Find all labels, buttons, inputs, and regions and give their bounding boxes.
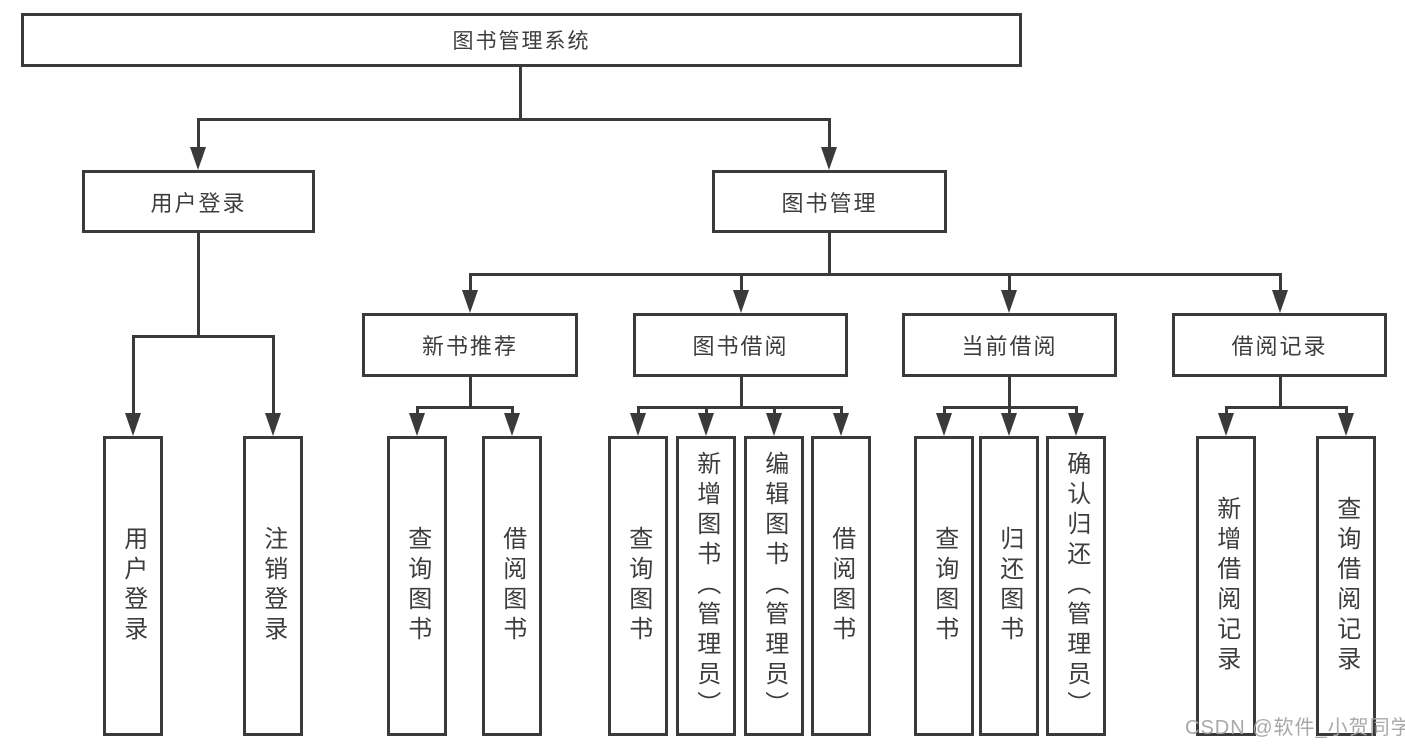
connector-drop [469,273,472,293]
connector-drop [416,406,419,416]
connector-rail [416,406,514,409]
arrow-down-icon [733,290,749,313]
leaf-node-borrow-books-1: 借阅图书 [482,436,542,736]
leaf-label: 确认归还（管理员） [1062,451,1090,721]
node-current-borrowing-label: 当前借阅 [961,334,1058,359]
connector-drop [1225,406,1228,416]
leaf-label: 注销登录 [259,526,287,646]
leaf-label: 新增借阅记录 [1212,496,1240,676]
connector-drop [1345,406,1348,416]
connector-stub [828,233,831,273]
connector-drop [132,335,135,415]
leaf-node-query-books-2: 查询图书 [608,436,668,736]
arrow-down-icon [698,413,714,436]
node-book-borrowing: 图书借阅 [633,313,848,377]
leaf-node-logout: 注销登录 [243,436,303,736]
arrow-down-icon [1218,413,1234,436]
connector-stub [740,377,743,406]
connector-drop [1279,273,1282,293]
connector-drop [1008,273,1011,293]
connector-drop [773,406,776,416]
connector-drop [705,406,708,416]
node-borrowing-records: 借阅记录 [1172,313,1387,377]
arrow-down-icon [1001,413,1017,436]
arrow-down-icon [190,147,206,170]
leaf-label: 查询图书 [624,526,652,646]
arrow-down-icon [1068,413,1084,436]
arrow-down-icon [766,413,782,436]
arrow-down-icon [504,413,520,436]
leaf-node-user-login: 用户登录 [103,436,163,736]
leaf-node-add-borrow-record: 新增借阅记录 [1196,436,1256,736]
arrow-down-icon [462,290,478,313]
leaf-node-query-borrow-record: 查询借阅记录 [1316,436,1376,736]
connector-drop [637,406,640,416]
connector-drop [272,335,275,415]
connector-rail [469,273,1282,276]
leaf-label: 借阅图书 [498,526,526,646]
leaf-label: 查询借阅记录 [1332,496,1360,676]
watermark: CSDN @软件_小贺同学 [1185,717,1405,739]
leaf-label: 用户登录 [119,526,147,646]
connector-rail [1225,406,1348,409]
connector-drop [840,406,843,416]
node-library-system: 图书管理系统 [21,13,1022,67]
arrow-down-icon [1272,290,1288,313]
arrow-down-icon [125,413,141,436]
arrow-down-icon [936,413,952,436]
arrow-down-icon [821,147,837,170]
node-user-login-label: 用户登录 [150,190,247,216]
node-book-borrowing-label: 图书借阅 [692,334,789,359]
node-new-book-recommend: 新书推荐 [362,313,578,377]
arrow-down-icon [1338,413,1354,436]
leaf-node-query-books-3: 查询图书 [914,436,974,736]
arrow-down-icon [409,413,425,436]
connector-drop [740,273,743,293]
arrow-down-icon [630,413,646,436]
leaf-node-borrow-books-2: 借阅图书 [811,436,871,736]
arrow-down-icon [833,413,849,436]
arrow-down-icon [265,413,281,436]
connector-stub [1008,377,1011,406]
node-library-system-label: 图书管理系统 [452,30,591,53]
leaf-label: 新增图书（管理员） [692,451,720,721]
leaf-label: 查询图书 [403,526,431,646]
leaf-label: 归还图书 [995,526,1023,646]
connector-stub [519,67,522,118]
arrow-down-icon [1001,290,1017,313]
leaf-label: 借阅图书 [827,526,855,646]
connector-stub [197,233,200,335]
connector-drop [828,118,831,150]
connector-drop [511,406,514,416]
connector-drop [1075,406,1078,416]
node-current-borrowing: 当前借阅 [902,313,1117,377]
leaf-node-query-books-1: 查询图书 [387,436,447,736]
connector-rail [637,406,843,409]
leaf-label: 编辑图书（管理员） [760,451,788,721]
node-user-login: 用户登录 [82,170,315,233]
leaf-node-confirm-return-admin: 确认归还（管理员） [1046,436,1106,736]
leaf-node-return-books: 归还图书 [979,436,1039,736]
connector-drop [1008,406,1011,416]
connector-drop [943,406,946,416]
node-borrowing-records-label: 借阅记录 [1231,334,1328,359]
node-new-book-recommend-label: 新书推荐 [421,334,518,359]
leaf-node-add-books-admin: 新增图书（管理员） [676,436,736,736]
node-book-management: 图书管理 [712,170,947,233]
connector-stub [1279,377,1282,406]
leaf-node-edit-books-admin: 编辑图书（管理员） [744,436,804,736]
node-book-management-label: 图书管理 [781,190,878,216]
connector-rail [132,335,275,338]
leaf-label: 查询图书 [930,526,958,646]
connector-stub [469,377,472,406]
connector-drop [197,118,200,150]
connector-rail [197,118,831,121]
